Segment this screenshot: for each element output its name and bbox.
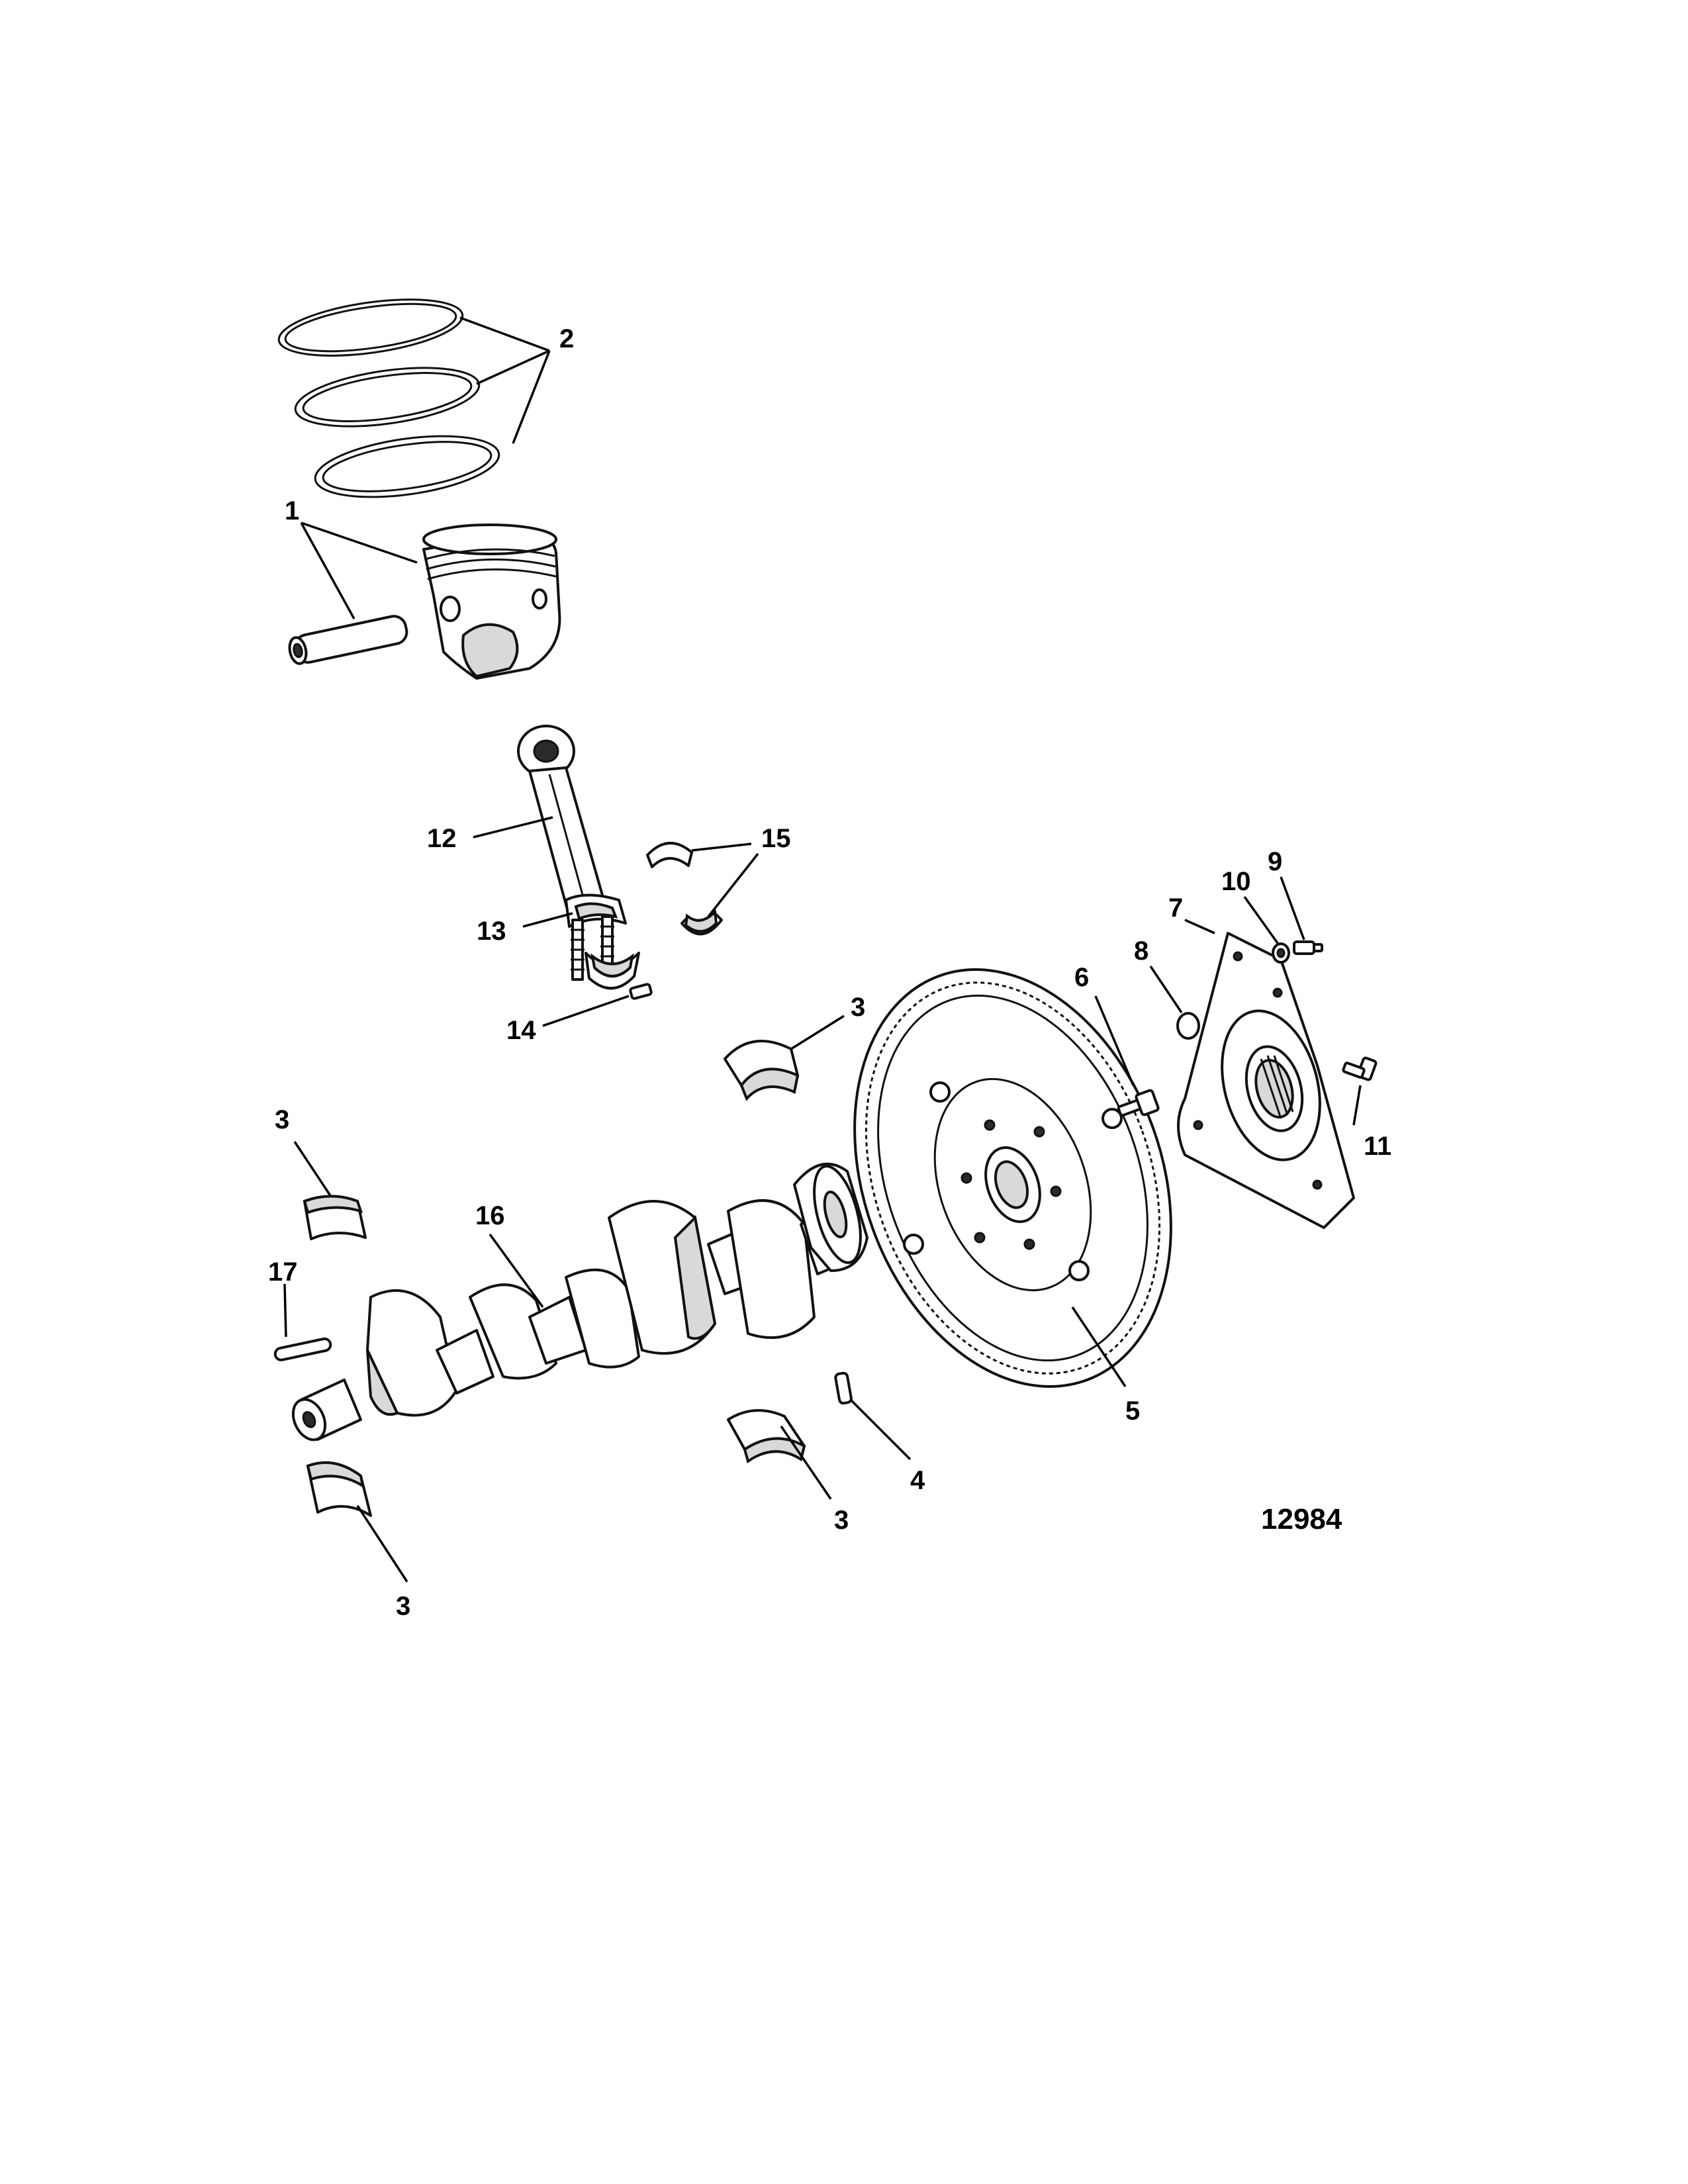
- callout-5: 5: [1125, 1396, 1140, 1426]
- callout-6: 6: [1074, 963, 1089, 992]
- crank-key-pin: [273, 1337, 332, 1361]
- leader-lines: [283, 316, 1362, 1582]
- figure-id-label: 12984: [1261, 1503, 1342, 1535]
- callout-16: 16: [475, 1201, 505, 1230]
- drive-plate: [1177, 932, 1355, 1229]
- callout-7: 7: [1168, 893, 1183, 923]
- callout-9: 9: [1268, 847, 1282, 876]
- callouts: 2 1 12 13 15 14 3 3 16 17 3 4 3 5 6 8 7 …: [268, 324, 1391, 1621]
- main-bearing-lower-center: [727, 1409, 806, 1464]
- crankshaft: [291, 1162, 868, 1441]
- washer: [1272, 942, 1290, 964]
- callout-8: 8: [1134, 936, 1149, 966]
- callout-4: 4: [910, 1466, 925, 1495]
- callout-2: 2: [559, 324, 574, 353]
- dowel-pin: [629, 983, 653, 1000]
- dowel-pin-small: [834, 1371, 853, 1405]
- bearing-cap-half: [585, 952, 640, 990]
- callout-3-left: 3: [275, 1105, 289, 1134]
- flywheel-bolt: [1117, 1089, 1160, 1117]
- callout-3-lower-center: 3: [834, 1506, 849, 1535]
- main-bearing-left: [303, 1195, 367, 1240]
- piston-and-pin: [288, 523, 561, 680]
- callout-3-lower-left: 3: [396, 1592, 410, 1621]
- plug: [1176, 1012, 1200, 1040]
- callout-12: 12: [427, 824, 457, 853]
- fitting: [1342, 1056, 1378, 1081]
- flywheel: [853, 968, 1172, 1388]
- callout-15: 15: [761, 824, 791, 853]
- connecting-rod: [517, 725, 627, 928]
- callout-13: 13: [477, 917, 506, 946]
- piston-rings: [277, 298, 500, 498]
- callout-1: 1: [285, 496, 299, 525]
- callout-11: 11: [1364, 1132, 1391, 1161]
- callout-10: 10: [1221, 867, 1251, 896]
- callout-14: 14: [506, 1016, 536, 1045]
- callout-17: 17: [268, 1257, 298, 1287]
- main-bearing-lower-left: [306, 1461, 372, 1517]
- main-bearing-upper: [724, 1040, 800, 1101]
- rod-bolts: [571, 915, 614, 981]
- rod-bearings: [646, 842, 723, 936]
- plate-bolt: [1293, 940, 1323, 955]
- callout-3-upper: 3: [851, 993, 865, 1022]
